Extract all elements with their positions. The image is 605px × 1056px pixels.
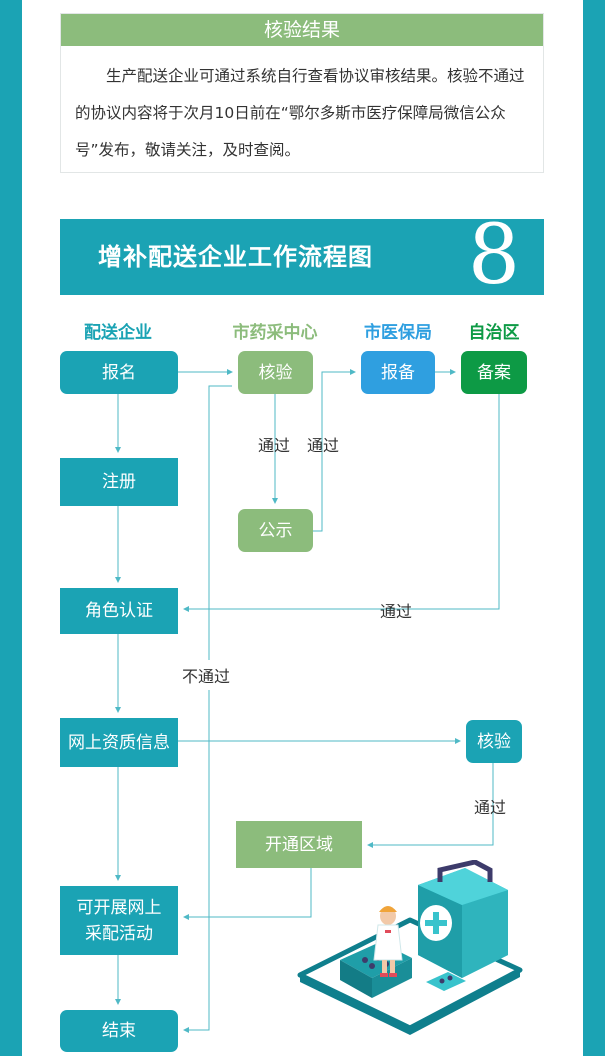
step-open-region: 开通区域 bbox=[236, 821, 362, 868]
step-record: 备案 bbox=[461, 351, 527, 394]
edge-verify2-openregion bbox=[367, 763, 494, 848]
edge-label-pass-2: 通过 bbox=[307, 436, 340, 455]
edge-label-fail: 不通过 bbox=[182, 667, 231, 686]
edge-fail-lower bbox=[183, 690, 210, 1033]
medical-illustration bbox=[297, 860, 523, 1035]
flowchart-banner: 增补配送企业工作流程图 8 bbox=[60, 211, 544, 301]
step-start-procurement-line-2: 采配活动 bbox=[85, 923, 153, 944]
left-border bbox=[0, 0, 22, 1056]
step-start-procurement: 可开展网上 采配活动 bbox=[60, 886, 178, 955]
result-card-title: 核验结果 bbox=[61, 14, 543, 46]
step-file: 报备 bbox=[361, 351, 435, 394]
pill-pack-icon bbox=[426, 972, 466, 991]
step-qualification-info: 网上资质信息 bbox=[60, 718, 178, 767]
step-role-certification: 角色认证 bbox=[60, 588, 178, 634]
step-start-procurement-line-1: 可开展网上 bbox=[76, 897, 162, 918]
result-card: 核验结果 生产配送企业可通过系统自行查看协议审核结果。核验不通过的协议内容将于次… bbox=[60, 13, 544, 173]
edge-openregion-start bbox=[183, 868, 312, 920]
edge-label-pass-4: 通过 bbox=[474, 798, 507, 817]
step-signup: 报名 bbox=[60, 351, 178, 394]
right-border bbox=[583, 0, 605, 1056]
step-verify-2: 核验 bbox=[466, 720, 522, 763]
column-header-procurement-center: 市药采中心 bbox=[232, 323, 318, 343]
step-verify: 核验 bbox=[238, 351, 313, 394]
step-publicize: 公示 bbox=[238, 509, 313, 552]
flowchart-title: 增补配送企业工作流程图 bbox=[98, 243, 373, 271]
edge-publicize-file bbox=[313, 369, 356, 532]
column-header-enterprise: 配送企业 bbox=[84, 323, 152, 343]
edge-record-rolecert bbox=[183, 394, 500, 612]
section-number: 8 bbox=[467, 208, 520, 303]
step-end: 结束 bbox=[60, 1010, 178, 1052]
edge-label-pass-1: 通过 bbox=[258, 436, 291, 455]
nurse-icon bbox=[373, 906, 403, 977]
first-aid-kit-icon bbox=[418, 860, 508, 978]
column-header-medical-insurance: 市医保局 bbox=[364, 323, 432, 343]
result-card-text: 生产配送企业可通过系统自行查看协议审核结果。核验不通过的协议内容将于次月10日前… bbox=[75, 67, 525, 159]
column-header-region: 自治区 bbox=[468, 323, 520, 343]
step-register: 注册 bbox=[60, 458, 178, 506]
edge-fail-upper bbox=[208, 385, 232, 660]
edge-label-pass-3: 通过 bbox=[380, 602, 413, 621]
